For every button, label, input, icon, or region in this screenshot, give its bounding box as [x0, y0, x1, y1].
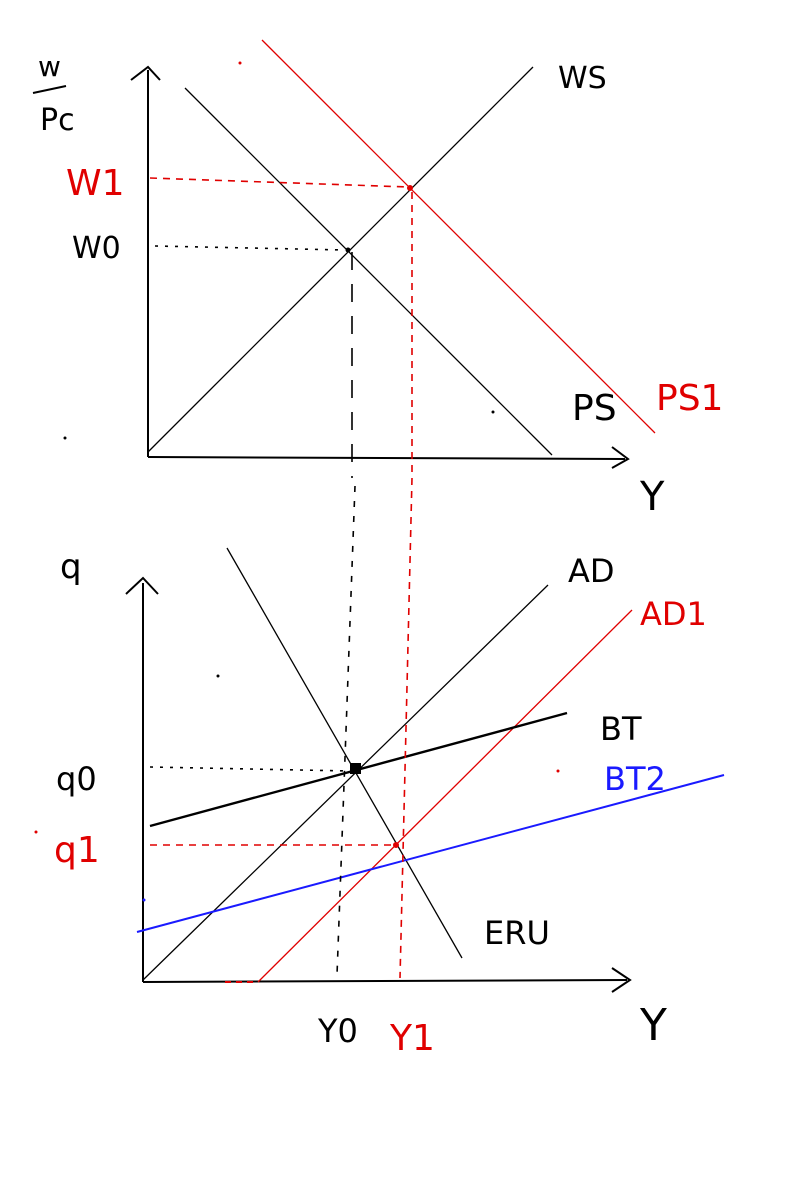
- q0-guide: [149, 766, 351, 772]
- top-x-axis-arrow: [611, 446, 630, 469]
- tick-q0-label: q0: [56, 760, 97, 798]
- ws-curve: [147, 66, 534, 453]
- bt-label: BT: [600, 710, 642, 748]
- eru-curve: [226, 547, 463, 959]
- stray-dots: [34, 61, 560, 902]
- w1-guide: [149, 177, 409, 188]
- stray-dot: [491, 410, 495, 414]
- bottom-xaxis-label: Y: [639, 1000, 667, 1051]
- bt2-curve: [136, 774, 725, 933]
- stray-dot: [238, 61, 242, 65]
- stray-dot: [216, 674, 220, 678]
- ad-curve: [142, 584, 549, 981]
- stray-dot: [63, 436, 67, 440]
- y1-vertical-guide-bottom: [399, 477, 413, 979]
- stray-dot: [142, 898, 146, 902]
- ad-label: AD: [568, 552, 615, 590]
- ad1-label: AD1: [640, 595, 707, 633]
- top-equilibrium-0: [345, 247, 351, 253]
- tick-q1-label: q1: [54, 830, 100, 871]
- bt2-label: BT2: [604, 760, 666, 798]
- bottom-panel: q q0 q1 AD AD1 BT BT2 ERU Y0 Y1 Y: [54, 477, 725, 1059]
- tick-y1-label: Y1: [389, 1018, 435, 1059]
- top-equilibrium-1: [407, 185, 413, 191]
- top-yaxis-fraction-bar: [32, 85, 67, 94]
- top-x-axis: [147, 456, 626, 460]
- ps-label: PS: [572, 388, 617, 429]
- tick-y0-label: Y0: [317, 1012, 358, 1050]
- ws-label: WS: [558, 61, 607, 96]
- tick-w1-label: W1: [66, 163, 125, 204]
- bottom-equilibrium-1: [393, 842, 399, 848]
- bottom-x-axis-arrow: [611, 967, 632, 993]
- top-yaxis-label-num: w: [38, 50, 61, 83]
- top-yaxis-label-den: Pc: [40, 103, 75, 138]
- ps-curve: [184, 87, 553, 456]
- eru-label: ERU: [484, 914, 550, 952]
- top-y-axis-arrow: [130, 65, 161, 81]
- stray-dot: [556, 769, 560, 773]
- ad1-curve: [257, 609, 633, 983]
- y0-vertical-guide-bottom: [336, 485, 356, 976]
- w0-guide: [154, 245, 346, 251]
- ps1-curve: [261, 39, 656, 434]
- top-xaxis-label: Y: [639, 474, 665, 520]
- bottom-y-axis-arrow: [125, 576, 159, 595]
- tick-w0-label: W0: [72, 231, 121, 266]
- bottom-equilibrium-0: [350, 763, 361, 774]
- stray-dot: [34, 830, 38, 834]
- ps1-label: PS1: [656, 378, 723, 419]
- bottom-yaxis-label: q: [60, 547, 82, 587]
- bottom-x-axis: [142, 979, 628, 983]
- top-panel: w Pc W1 W0 WS PS PS1 Y: [32, 39, 723, 520]
